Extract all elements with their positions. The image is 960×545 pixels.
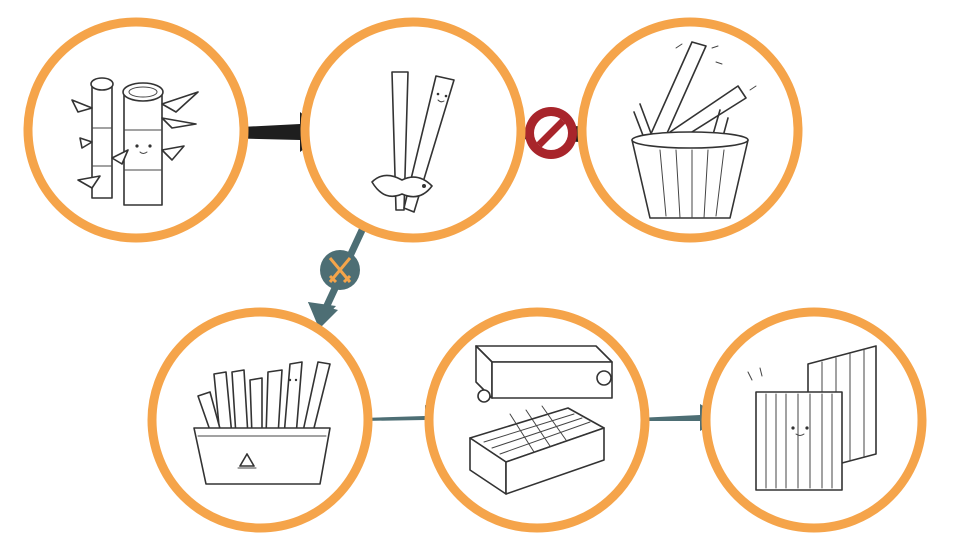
ring-chopsticks [300, 17, 526, 243]
step-bamboo-boards [701, 307, 927, 533]
step-bamboo-plant [23, 17, 249, 243]
step-press-machine [424, 307, 650, 533]
arrow-plant-to-chopsticks [222, 112, 325, 152]
step-discard-basket [577, 17, 803, 243]
trash-basket-icon [631, 41, 757, 219]
bamboo-boards-icon [747, 345, 877, 491]
chopsticks-icon [371, 71, 455, 213]
step-chopsticks [300, 17, 526, 243]
recycle-bin-icon [193, 361, 331, 485]
sword-knife-icon [320, 250, 360, 290]
step-recycle-bin [147, 307, 373, 533]
press-machine-icon [469, 345, 613, 495]
prohibited-icon [525, 107, 577, 159]
arrow-press-to-boards [637, 404, 723, 431]
bamboo-stalks-icon [71, 77, 199, 206]
